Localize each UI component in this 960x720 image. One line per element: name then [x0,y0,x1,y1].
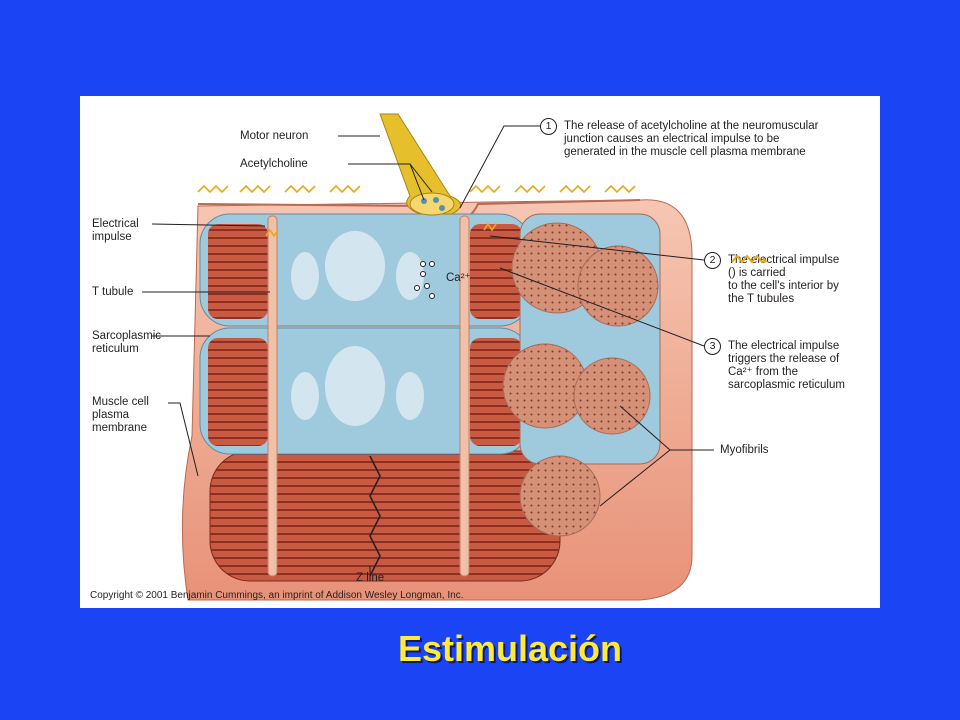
z-line-shape [369,455,381,577]
label-z-line: Z line [356,572,385,584]
step-1-text: The release of acetylcholine at the neur… [564,120,819,158]
step-3-text: The electrical impulse triggers the rele… [728,340,845,391]
impulse-zigzags [197,184,636,238]
copyright-notice: Copyright © 2001 Benjamin Cummings, an i… [90,590,464,601]
muscle-fiber-illustration [142,113,714,601]
impulse-glyph-icon [731,254,768,264]
acetylcholine-vesicles [421,197,445,211]
myofibril-bundle-bottom [209,450,561,582]
reticulum-holes [291,231,424,426]
step-2-text-after: ) is carried to the cell's interior by t… [728,267,839,305]
label-electrical-impulse: Electrical impulse [92,218,139,243]
calcium-ions [414,261,435,299]
leader-lines [142,125,714,572]
label-t-tubule: T tubule [92,286,134,298]
label-motor-neuron: Motor neuron [240,130,309,142]
muscle-fiber-figure: Motor neuron Acetylcholine Electrical im… [80,96,880,608]
step-2-text-before: The electrical impulse ( [728,254,840,279]
acetylcholine-cluster [409,192,455,216]
label-myofibrils: Myofibrils [720,444,769,456]
label-calcium: Ca²⁺ [446,272,471,284]
label-sarcoplasmic-reticulum: Sarcoplasmic reticulum [92,330,162,355]
step-2-number: 2 [704,252,721,269]
slide-title: Estimulación [397,628,623,669]
motor-neuron-shape [379,113,461,215]
label-muscle-cell-membrane: Muscle cell plasma membrane [92,396,149,434]
label-acetylcholine: Acetylcholine [240,158,308,170]
step-3-number: 3 [704,338,721,355]
striation-rows [208,224,522,446]
step-1-number: 1 [540,118,557,135]
t-tubule-shapes [267,215,470,577]
myofibril-cross-sections [502,213,661,537]
step-2-text: The electrical impulse () is carried to … [728,254,839,306]
